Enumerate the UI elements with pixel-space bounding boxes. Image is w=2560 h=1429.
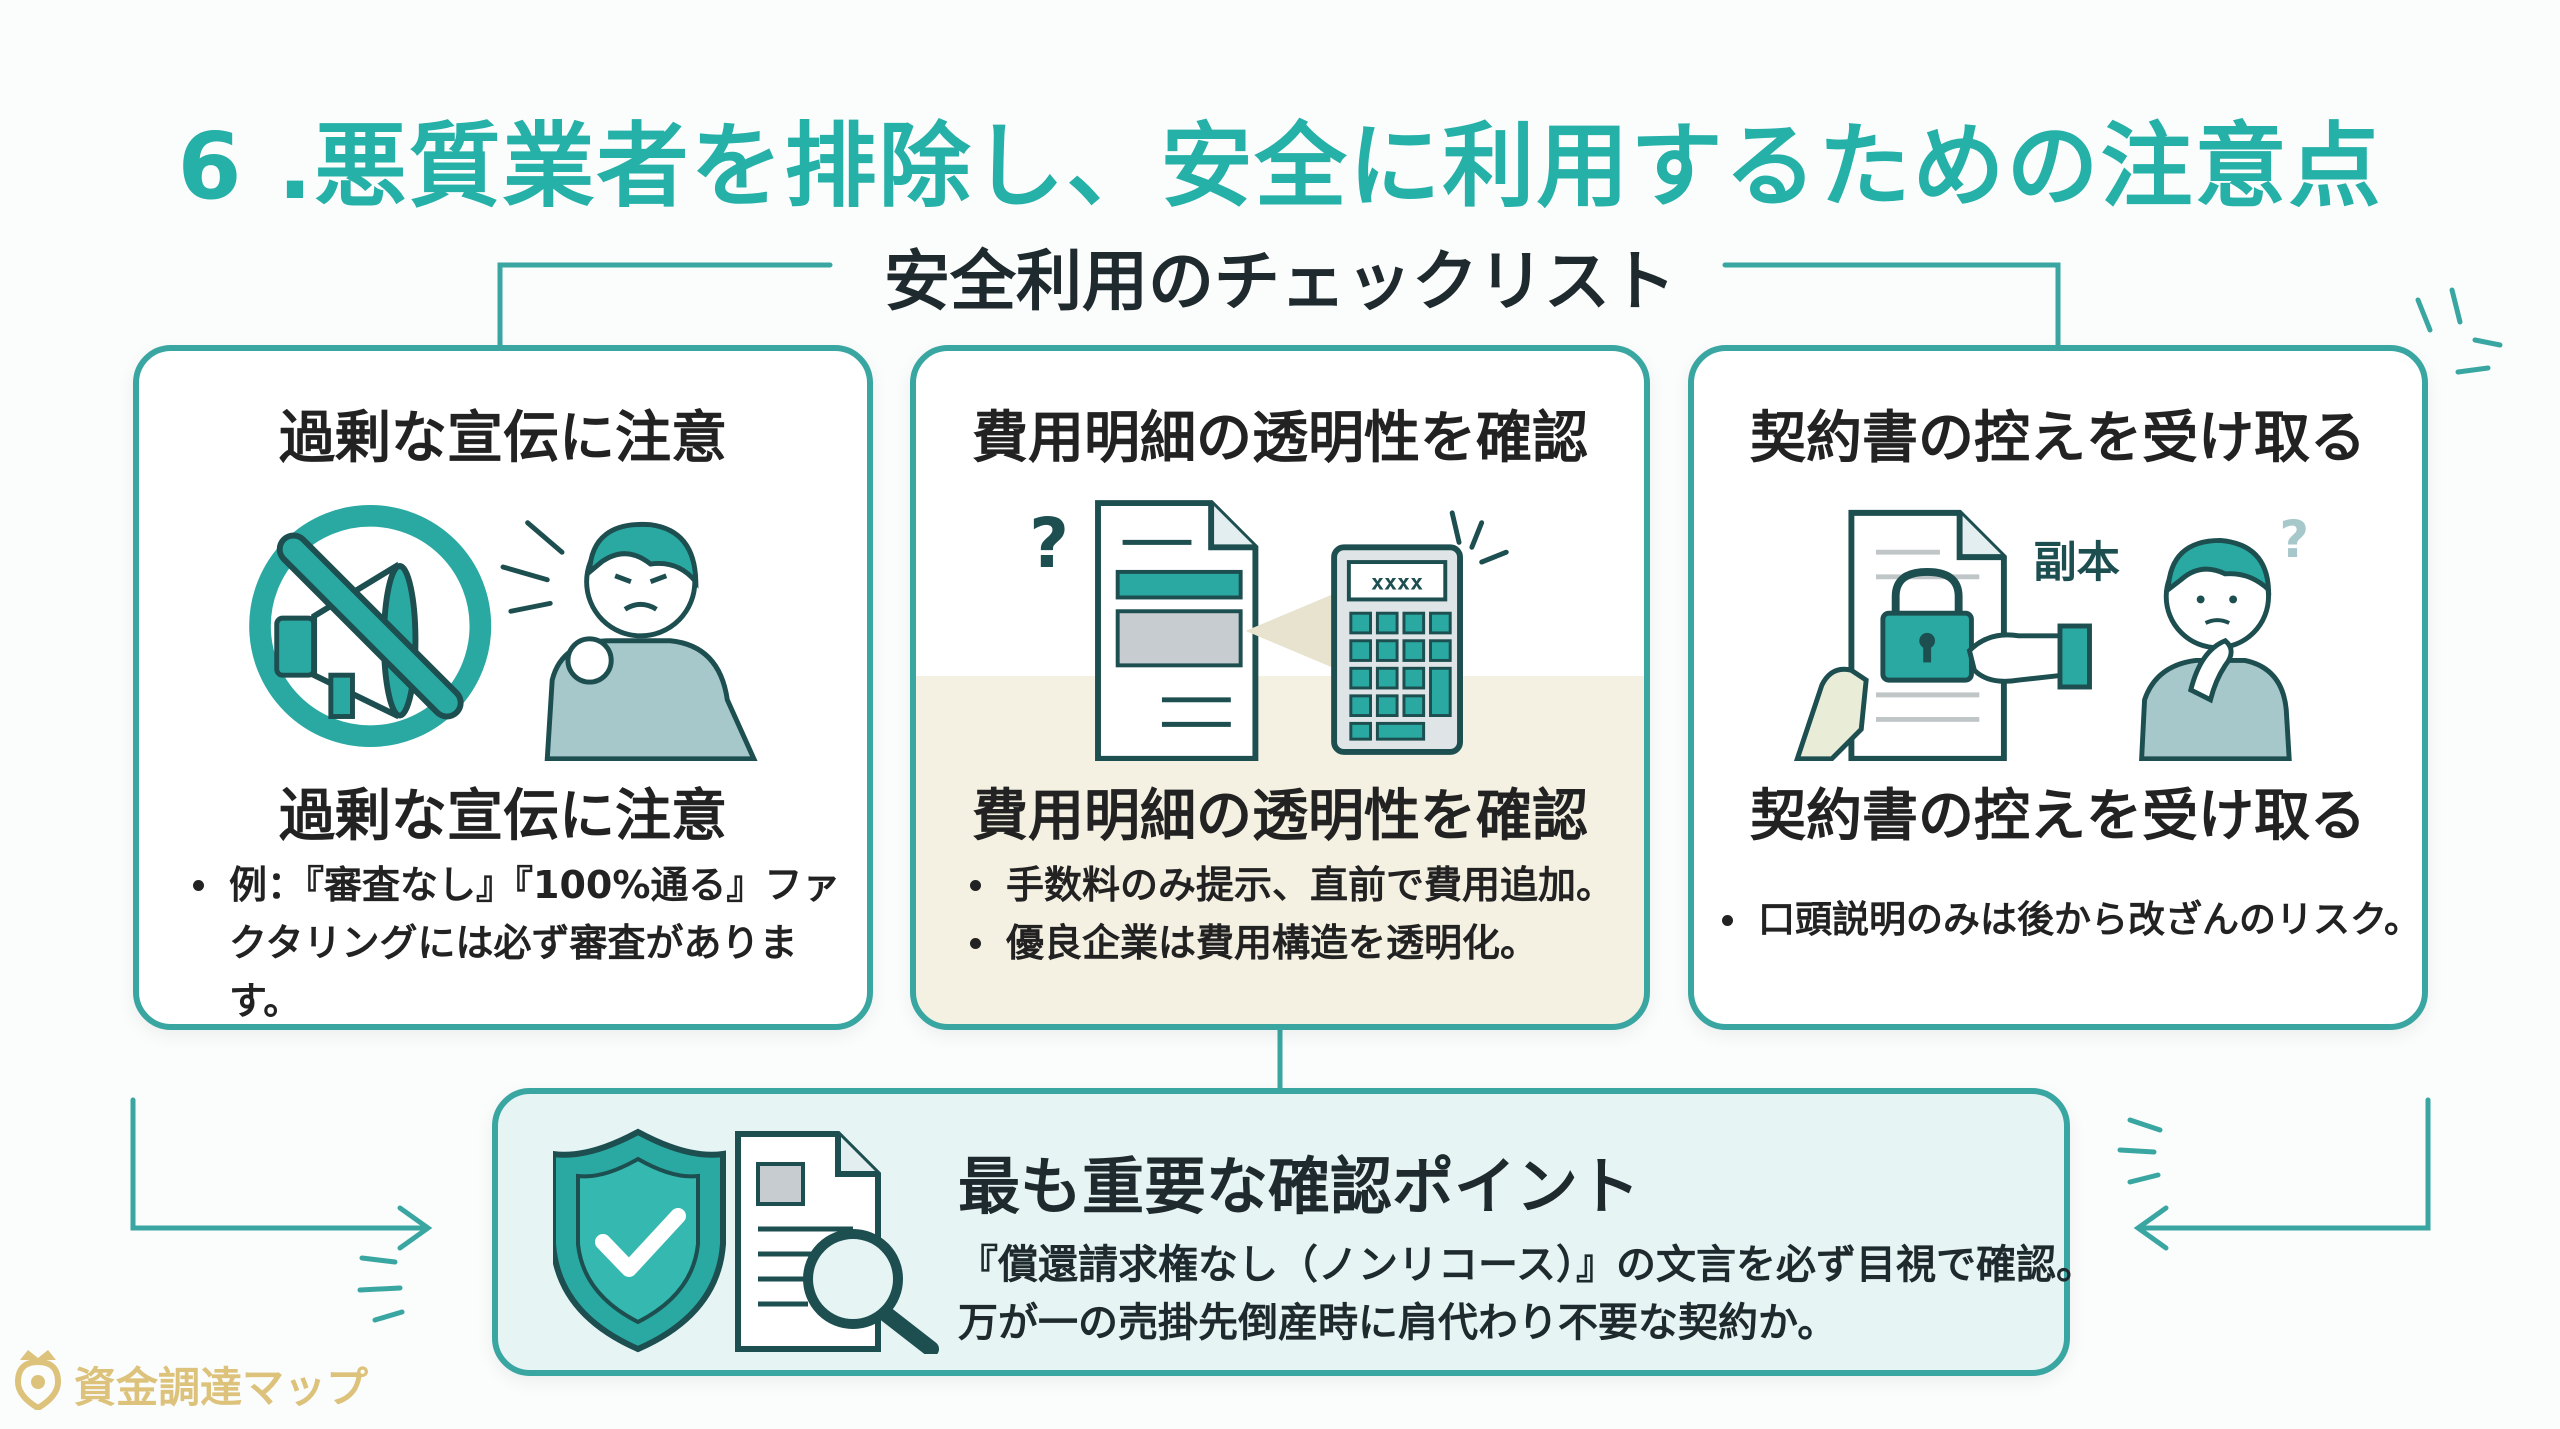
card-heading-secondary: 費用明細の透明性を確認 xyxy=(972,784,1588,849)
calculator-icon: xxxx xyxy=(1331,544,1463,755)
brand-logo-text: 資金調達マップ xyxy=(74,1363,369,1412)
card-heading: 費用明細の透明性を確認 xyxy=(972,406,1588,471)
magnifier-icon xyxy=(803,1229,939,1354)
card-illustration: ? xxxx xyxy=(1029,500,1509,761)
checklist-subtitle: 安全利用のチェックリスト xyxy=(884,243,1676,320)
card-heading-secondary: 契約書の控えを受け取る xyxy=(1750,784,2366,849)
card-heading-secondary: 過剰な宣伝に注意 xyxy=(279,784,727,849)
key-point-box: 最も重要な確認ポイント 『償還請求権なし（ノンリコース）』の文言を必ず目視で確認… xyxy=(492,1088,2096,1376)
question-mark-icon: ? xyxy=(1029,504,1069,584)
key-point-heading: 最も重要な確認ポイント xyxy=(958,1150,1641,1223)
document-icon xyxy=(1095,500,1259,761)
brand-logo: 資金調達マップ xyxy=(8,1342,408,1412)
card-bullets: 例：『審査なし』『100%通る』ファクタリングには必ず審査があります。 xyxy=(189,856,867,1024)
card-bullets: 手数料のみ提示、直前で費用追加。 優良企業は費用構造を透明化。 xyxy=(966,856,1644,972)
bullet-item: 手数料のみ提示、直前で費用追加。 xyxy=(966,856,1644,914)
key-point-line-2: 万が一の売掛先倒産時に肩代わり不要な契約か。 xyxy=(958,1300,1838,1346)
calculator-display: xxxx xyxy=(1371,571,1423,596)
card-bullets: 口頭説明のみは後から改ざんのリスク。 xyxy=(1718,891,2422,949)
card-illustration xyxy=(249,504,758,761)
key-point-line-1: 『償還請求権なし（ノンリコース）』の文言を必ず目視で確認。 xyxy=(958,1242,2096,1288)
copy-label: 副本 xyxy=(2033,538,2120,588)
question-mark-icon: ? xyxy=(2279,511,2309,570)
shield-check-icon xyxy=(553,1128,726,1353)
card-contract-copy: 契約書の控えを受け取る 副本 xyxy=(1688,345,2428,1030)
no-megaphone-icon xyxy=(249,504,492,748)
bullet-item: 優良企業は費用構造を透明化。 xyxy=(966,914,1644,972)
angry-man-icon xyxy=(500,520,758,761)
card-advertising-warning: 過剰な宣伝に注意 xyxy=(133,345,873,1030)
contract-lock-icon xyxy=(1848,509,2007,761)
bullet-item: 口頭説明のみは後から改ざんのリスク。 xyxy=(1718,891,2422,949)
hand-right-icon xyxy=(1966,623,2092,690)
card-fee-transparency: 費用明細の透明性を確認 ? xxxx xyxy=(910,345,1650,1030)
page-title: 6 .悪質業者を排除し、安全に利用するための注意点 xyxy=(177,113,2383,220)
bullet-item: 例：『審査なし』『100%通る』ファクタリングには必ず審査があります。 xyxy=(189,856,867,1024)
card-heading: 過剰な宣伝に注意 xyxy=(279,406,727,471)
thinking-person-icon xyxy=(2139,537,2292,761)
card-illustration: 副本 ? xyxy=(1793,509,2309,761)
map-pin-crown-icon xyxy=(14,1350,62,1410)
key-point-illustration xyxy=(553,1128,939,1354)
hand-left-icon xyxy=(1793,666,1869,761)
card-heading: 契約書の控えを受け取る xyxy=(1750,406,2366,471)
